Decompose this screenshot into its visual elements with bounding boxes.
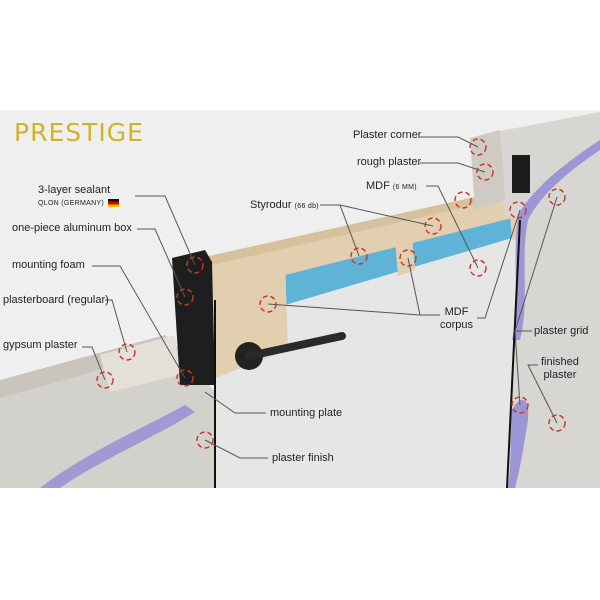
label-styrodur: Styrodur (66 db)	[250, 199, 319, 211]
left-plaster-grid	[40, 405, 195, 488]
germany-flag-icon	[108, 199, 120, 207]
mdf-text: MDF	[366, 180, 390, 192]
mdf-corpus-line2: corpus	[440, 319, 474, 331]
label-plaster-finish: plaster finish	[272, 452, 334, 464]
styrodur-text: Styrodur	[250, 199, 292, 211]
label-mdf: MDF (6 MM)	[366, 180, 417, 192]
door-handle	[245, 332, 346, 360]
label-mounting-foam: mounting foam	[12, 259, 85, 271]
mdf-sub: (6 MM)	[392, 184, 417, 191]
styrodur-sub: (66 db)	[294, 203, 319, 210]
label-rough-plaster: rough plaster	[357, 156, 422, 168]
label-plaster-grid: plaster grid	[534, 325, 589, 337]
mdf-corpus-line1: MDF	[444, 306, 469, 318]
right-plaster-grid	[512, 140, 600, 340]
label-mounting-plate: mounting plate	[270, 407, 343, 419]
marker-circles	[96, 138, 566, 449]
label-sealant: 3-layer sealant	[38, 184, 111, 196]
brand-logo: PRESTIGE	[14, 118, 144, 147]
aluminum-box	[172, 250, 215, 385]
finished-plaster-line1: finished	[541, 356, 579, 368]
right-wall	[495, 112, 600, 488]
label-plaster-corner: Plaster corner	[353, 129, 422, 141]
sealant-brand: QLON (GERMANY)	[38, 199, 105, 207]
label-aluminum-box: one-piece aluminum box	[12, 222, 132, 234]
label-plasterboard: plasterboard (regular)	[3, 294, 109, 306]
label-gypsum-plaster: gypsum plaster	[3, 339, 78, 351]
label-sealant-sub: QLON (GERMANY)	[38, 199, 120, 207]
finished-plaster-line2: plaster	[543, 369, 577, 381]
